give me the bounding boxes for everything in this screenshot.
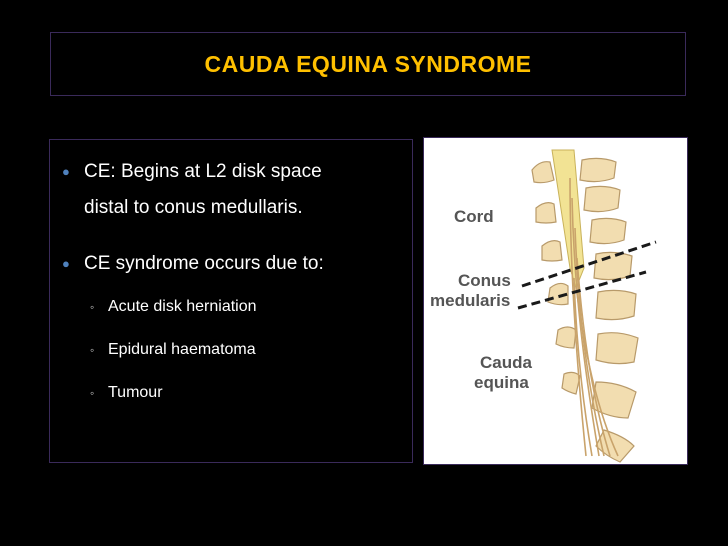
spine-illustration: Cord Conus medularis Cauda equina xyxy=(430,149,657,463)
circle-bullet-icon: ◦ xyxy=(90,343,95,357)
label-conus: Conus xyxy=(458,271,511,290)
spine-diagram: Cord Conus medularis Cauda equina xyxy=(423,137,688,465)
bullet-2: ● CE syndrome occurs due to: xyxy=(62,254,404,273)
vertebrae xyxy=(579,157,639,463)
diagram-labels: Cord Conus medularis Cauda equina xyxy=(430,207,533,392)
spinous-processes xyxy=(531,161,581,395)
label-equina: equina xyxy=(474,373,529,392)
bullet-1: ● CE: Begins at L2 disk space distal to … xyxy=(62,162,404,217)
bullet-1-line-1: CE: Begins at L2 disk space xyxy=(84,161,322,182)
bullet-marker-icon: ● xyxy=(62,256,70,271)
bullet-2-line-1: CE syndrome occurs due to: xyxy=(84,253,324,274)
sub-bullet-1: ◦ Acute disk herniation xyxy=(90,298,257,316)
label-cauda: Cauda xyxy=(480,353,533,372)
sub-bullet-2-text: Epidural haematoma xyxy=(108,341,256,358)
sub-bullet-2: ◦ Epidural haematoma xyxy=(90,341,256,359)
label-medularis: medularis xyxy=(430,291,510,310)
title-box: CAUDA EQUINA SYNDROME xyxy=(50,32,686,96)
circle-bullet-icon: ◦ xyxy=(90,300,95,314)
sub-bullet-1-text: Acute disk herniation xyxy=(108,298,257,315)
level-markers xyxy=(517,240,657,310)
bullet-marker-icon: ● xyxy=(62,164,70,179)
content-box: ● CE: Begins at L2 disk space distal to … xyxy=(49,139,413,463)
slide-title: CAUDA EQUINA SYNDROME xyxy=(204,50,532,77)
sub-bullet-3: ◦ Tumour xyxy=(90,384,163,402)
bullet-1-line-2: distal to conus medullaris. xyxy=(84,197,303,218)
sub-bullet-3-text: Tumour xyxy=(108,384,163,401)
label-cord: Cord xyxy=(454,207,494,226)
cauda-equina-nerves xyxy=(569,177,619,457)
circle-bullet-icon: ◦ xyxy=(90,386,95,400)
